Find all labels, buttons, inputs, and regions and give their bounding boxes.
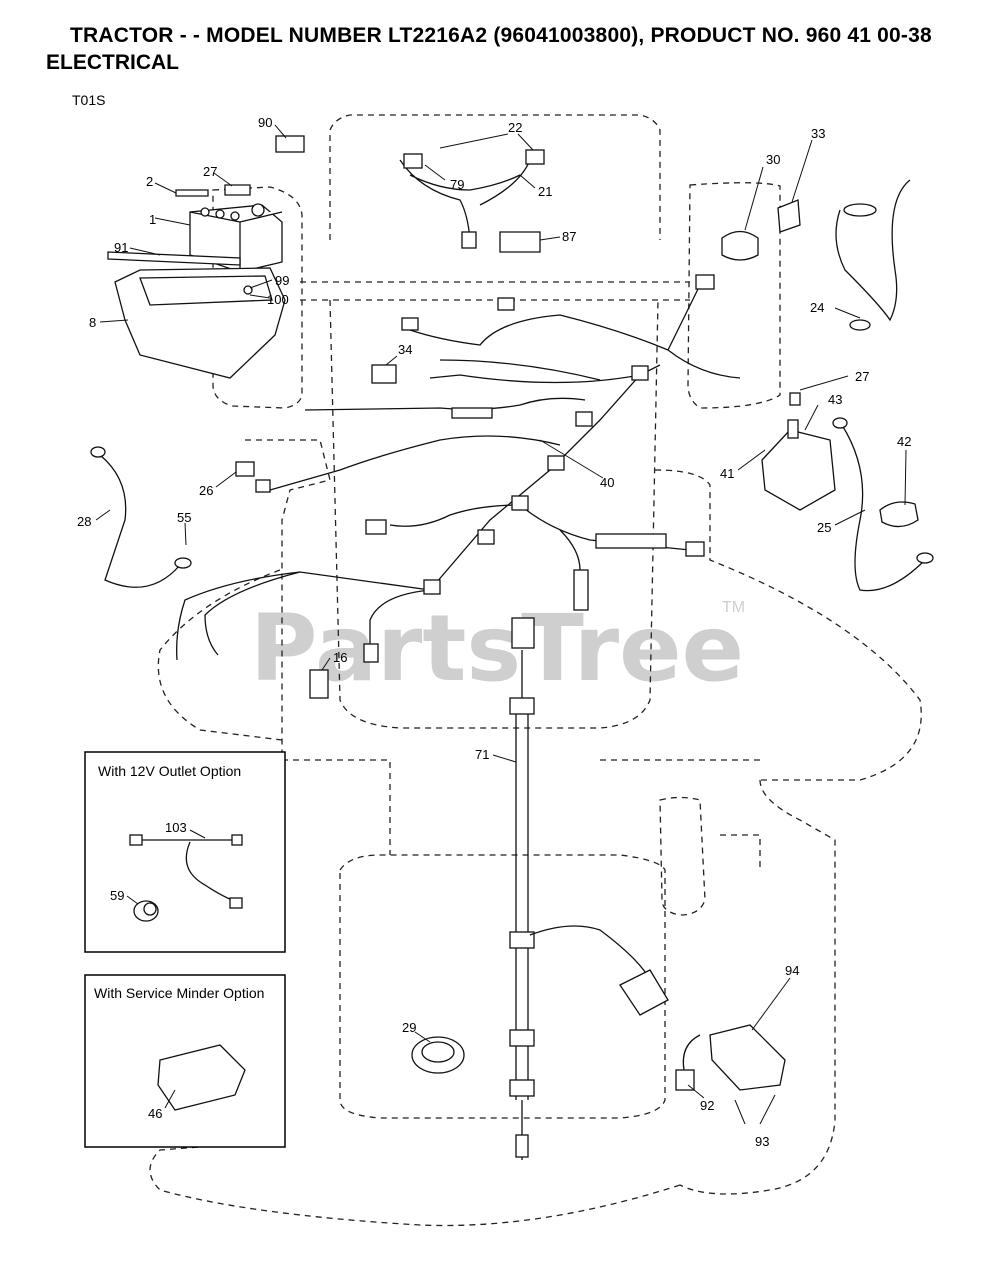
callout-90: 90 bbox=[258, 115, 272, 130]
callout-99: 99 bbox=[275, 273, 289, 288]
option-box-12v-title: With 12V Outlet Option bbox=[98, 763, 241, 779]
callout-103: 103 bbox=[165, 820, 187, 835]
callout-91: 91 bbox=[114, 240, 128, 255]
callout-30: 30 bbox=[766, 152, 780, 167]
callout-55: 55 bbox=[177, 510, 191, 525]
callout-2: 2 bbox=[146, 174, 153, 189]
option-box-12v: With 12V Outlet Option bbox=[84, 751, 286, 953]
callout-100: 100 bbox=[267, 292, 289, 307]
page-subtitle: ELECTRICAL bbox=[46, 51, 179, 74]
callout-87: 87 bbox=[562, 229, 576, 244]
battery-assembly bbox=[107, 135, 305, 379]
option-box-service-minder: With Service Minder Option bbox=[84, 974, 286, 1148]
watermark-tm: TM bbox=[722, 599, 745, 616]
watermark-text: PartsTree bbox=[250, 595, 744, 702]
ignition-switch bbox=[721, 199, 801, 261]
callout-42: 42 bbox=[897, 434, 911, 449]
option-box-service-minder-title: With Service Minder Option bbox=[94, 985, 264, 1001]
callout-94: 94 bbox=[785, 963, 799, 978]
page-title: TRACTOR - - MODEL NUMBER LT2216A2 (96041… bbox=[70, 24, 932, 47]
battery-cables bbox=[90, 179, 934, 592]
callout-16: 16 bbox=[333, 650, 347, 665]
callout-29: 29 bbox=[402, 1020, 416, 1035]
callout-33: 33 bbox=[811, 126, 825, 141]
callout-27-battery: 27 bbox=[203, 164, 217, 179]
callout-43: 43 bbox=[828, 392, 842, 407]
callout-24: 24 bbox=[810, 300, 824, 315]
callout-labels: 90 22 33 2 27 30 79 21 1 87 91 99 100 24… bbox=[77, 115, 911, 1149]
leader-lines bbox=[95, 124, 907, 1125]
callout-26: 26 bbox=[199, 483, 213, 498]
callout-79: 79 bbox=[450, 177, 464, 192]
diagram-code: T01S bbox=[72, 92, 106, 108]
callout-34: 34 bbox=[398, 342, 412, 357]
callout-59: 59 bbox=[110, 888, 124, 903]
headlight-harness bbox=[399, 149, 545, 253]
callout-92: 92 bbox=[700, 1098, 714, 1113]
callout-27-solenoid: 27 bbox=[855, 369, 869, 384]
callout-28: 28 bbox=[77, 514, 91, 529]
callout-93: 93 bbox=[755, 1134, 769, 1149]
callout-71: 71 bbox=[475, 747, 489, 762]
callout-40: 40 bbox=[600, 475, 614, 490]
callout-25: 25 bbox=[817, 520, 831, 535]
callout-21: 21 bbox=[538, 184, 552, 199]
callout-41: 41 bbox=[720, 466, 734, 481]
callout-22: 22 bbox=[508, 120, 522, 135]
main-harness bbox=[176, 274, 741, 699]
callout-46: 46 bbox=[148, 1106, 162, 1121]
callout-1: 1 bbox=[149, 212, 156, 227]
callout-8: 8 bbox=[89, 315, 96, 330]
tractor-outline bbox=[149, 114, 922, 1227]
rear-harness bbox=[411, 617, 786, 1160]
